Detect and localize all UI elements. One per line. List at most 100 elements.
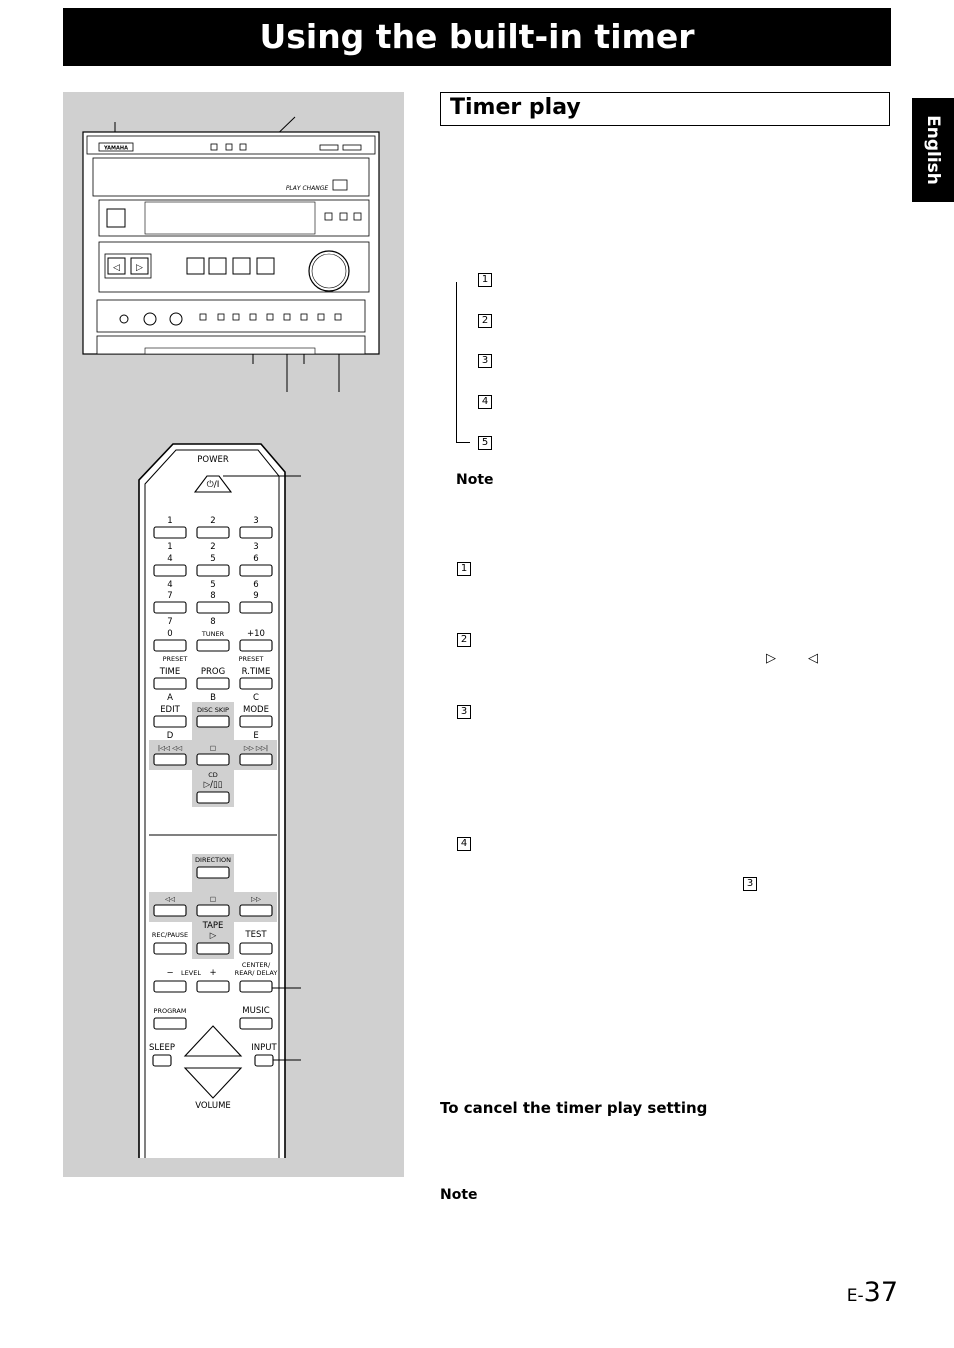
preset-down-label: PRESET — [163, 655, 188, 663]
rtime-button[interactable] — [239, 677, 273, 690]
tape-play-icon: ▷ — [210, 931, 217, 941]
center-rear-delay-button[interactable] — [239, 980, 273, 993]
level-plus-label: + — [209, 968, 216, 978]
rec-pause-button[interactable] — [153, 942, 187, 955]
cancel-heading: To cancel the timer play setting — [440, 1099, 708, 1117]
digit-8-button[interactable] — [196, 601, 230, 614]
disc-skip-button[interactable] — [196, 715, 230, 728]
digit-9-button[interactable] — [239, 601, 273, 614]
preset-up-label: PRESET — [239, 655, 264, 663]
prog-label: PROG — [201, 667, 225, 677]
fast-forward-icon: ▷▷ — [251, 895, 261, 903]
digit-3-sub: 3 — [253, 542, 258, 552]
step-reference: 3 — [743, 877, 757, 891]
reverse-direction-icon: ◁ — [808, 651, 818, 666]
step-bracket-foot — [456, 442, 470, 443]
skip-back-label: |◁◁ ◁◁ — [158, 744, 182, 752]
step-number: 3 — [478, 354, 492, 368]
plus10-button[interactable] — [239, 639, 273, 652]
brand-logo: YAMAHA — [103, 146, 128, 152]
test-button[interactable] — [239, 942, 273, 955]
step-number: 5 — [478, 436, 492, 450]
program-label: PROGRAM — [154, 1007, 187, 1015]
page-number: E-37 — [847, 1277, 898, 1308]
digit-5-label: 5 — [210, 554, 215, 564]
rec-pause-label: REC/PAUSE — [152, 931, 188, 939]
direction-button[interactable] — [196, 866, 230, 879]
step-number: 4 — [457, 837, 471, 851]
stop-icon: □ — [210, 744, 216, 752]
plus10-label: +10 — [247, 629, 265, 639]
digit-0-button[interactable] — [153, 639, 187, 652]
section-title: Timer play — [450, 95, 581, 120]
skip-forward-button[interactable] — [239, 753, 273, 766]
digit-6-sub: 6 — [253, 580, 258, 590]
volume-label: VOLUME — [195, 1101, 231, 1111]
digit-7-button[interactable] — [153, 601, 187, 614]
fast-forward-button[interactable] — [239, 904, 273, 917]
note-label: Note — [440, 1187, 478, 1203]
cd-stop-button[interactable] — [196, 753, 230, 766]
cd-play-pause-button[interactable] — [196, 791, 230, 804]
digit-8-sub: 8 — [210, 617, 215, 627]
time-button[interactable] — [153, 677, 187, 690]
tuner-label: TUNER — [201, 630, 225, 638]
mode-button[interactable] — [239, 715, 273, 728]
center-rear-delay-label-2: REAR/ DELAY — [235, 969, 278, 977]
digit-3-button[interactable] — [239, 526, 273, 539]
power-button[interactable] — [193, 475, 233, 493]
language-tab-text: English — [923, 115, 943, 185]
stereo-unit-illustration: YAMAHA PLAY CHANGE ◁ ▷ — [82, 116, 380, 392]
volume-down-button[interactable] — [183, 1067, 243, 1099]
digit-6-button[interactable] — [239, 564, 273, 577]
page-number-prefix: E- — [846, 1286, 864, 1306]
skip-forward-label: ▷▷ ▷▷| — [244, 744, 268, 752]
digit-5-button[interactable] — [196, 564, 230, 577]
note-label: Note — [456, 472, 494, 488]
level-label: LEVEL — [181, 969, 201, 977]
power-label: POWER — [197, 455, 229, 465]
time-sub: A — [167, 693, 173, 703]
test-label: TEST — [244, 930, 267, 940]
digit-7-sub: 7 — [167, 617, 172, 627]
skip-back-button[interactable] — [153, 753, 187, 766]
level-plus-button[interactable] — [196, 980, 230, 993]
step-number: 3 — [457, 705, 471, 719]
level-minus-button[interactable] — [153, 980, 187, 993]
tuner-button[interactable] — [196, 639, 230, 652]
input-button[interactable] — [254, 1054, 274, 1067]
digit-3-label: 3 — [253, 516, 258, 526]
rtime-sub: C — [253, 693, 259, 703]
music-button[interactable] — [239, 1017, 273, 1030]
digit-2-button[interactable] — [196, 526, 230, 539]
digit-0-label: 0 — [167, 629, 172, 639]
prog-button[interactable] — [196, 677, 230, 690]
step-number: 4 — [478, 395, 492, 409]
digit-4-button[interactable] — [153, 564, 187, 577]
cd-play-pause-icon: ▷/▯▯ — [204, 780, 223, 790]
time-label: TIME — [159, 667, 180, 677]
section-title-box — [440, 92, 890, 126]
digit-1-button[interactable] — [153, 526, 187, 539]
volume-up-button[interactable] — [183, 1025, 243, 1057]
svg-text:▷: ▷ — [136, 263, 143, 273]
edit-button[interactable] — [153, 715, 187, 728]
tape-play-button[interactable] — [196, 942, 230, 955]
sleep-button[interactable] — [152, 1054, 172, 1067]
title-bar — [63, 8, 891, 66]
language-tab-label: English — [912, 98, 954, 202]
step-number: 1 — [478, 273, 492, 287]
play-direction-icon: ▷ — [766, 651, 776, 666]
program-button[interactable] — [153, 1017, 187, 1030]
remote-control-illustration: POWER ⏻/I 1 2 3 1 2 3 4 5 6 4 5 6 7 8 9 … — [138, 443, 301, 1158]
edit-label: EDIT — [160, 705, 180, 715]
tape-stop-button[interactable] — [196, 904, 230, 917]
digit-2-sub: 2 — [210, 542, 215, 552]
digit-4-label: 4 — [167, 554, 172, 564]
direction-label: DIRECTION — [195, 856, 231, 864]
rewind-button[interactable] — [153, 904, 187, 917]
deck-logo: PLAY CHANGE — [286, 185, 329, 192]
center-rear-delay-label-1: CENTER/ — [242, 961, 271, 969]
mode-label: MODE — [243, 705, 269, 715]
prog-sub: B — [210, 693, 216, 703]
